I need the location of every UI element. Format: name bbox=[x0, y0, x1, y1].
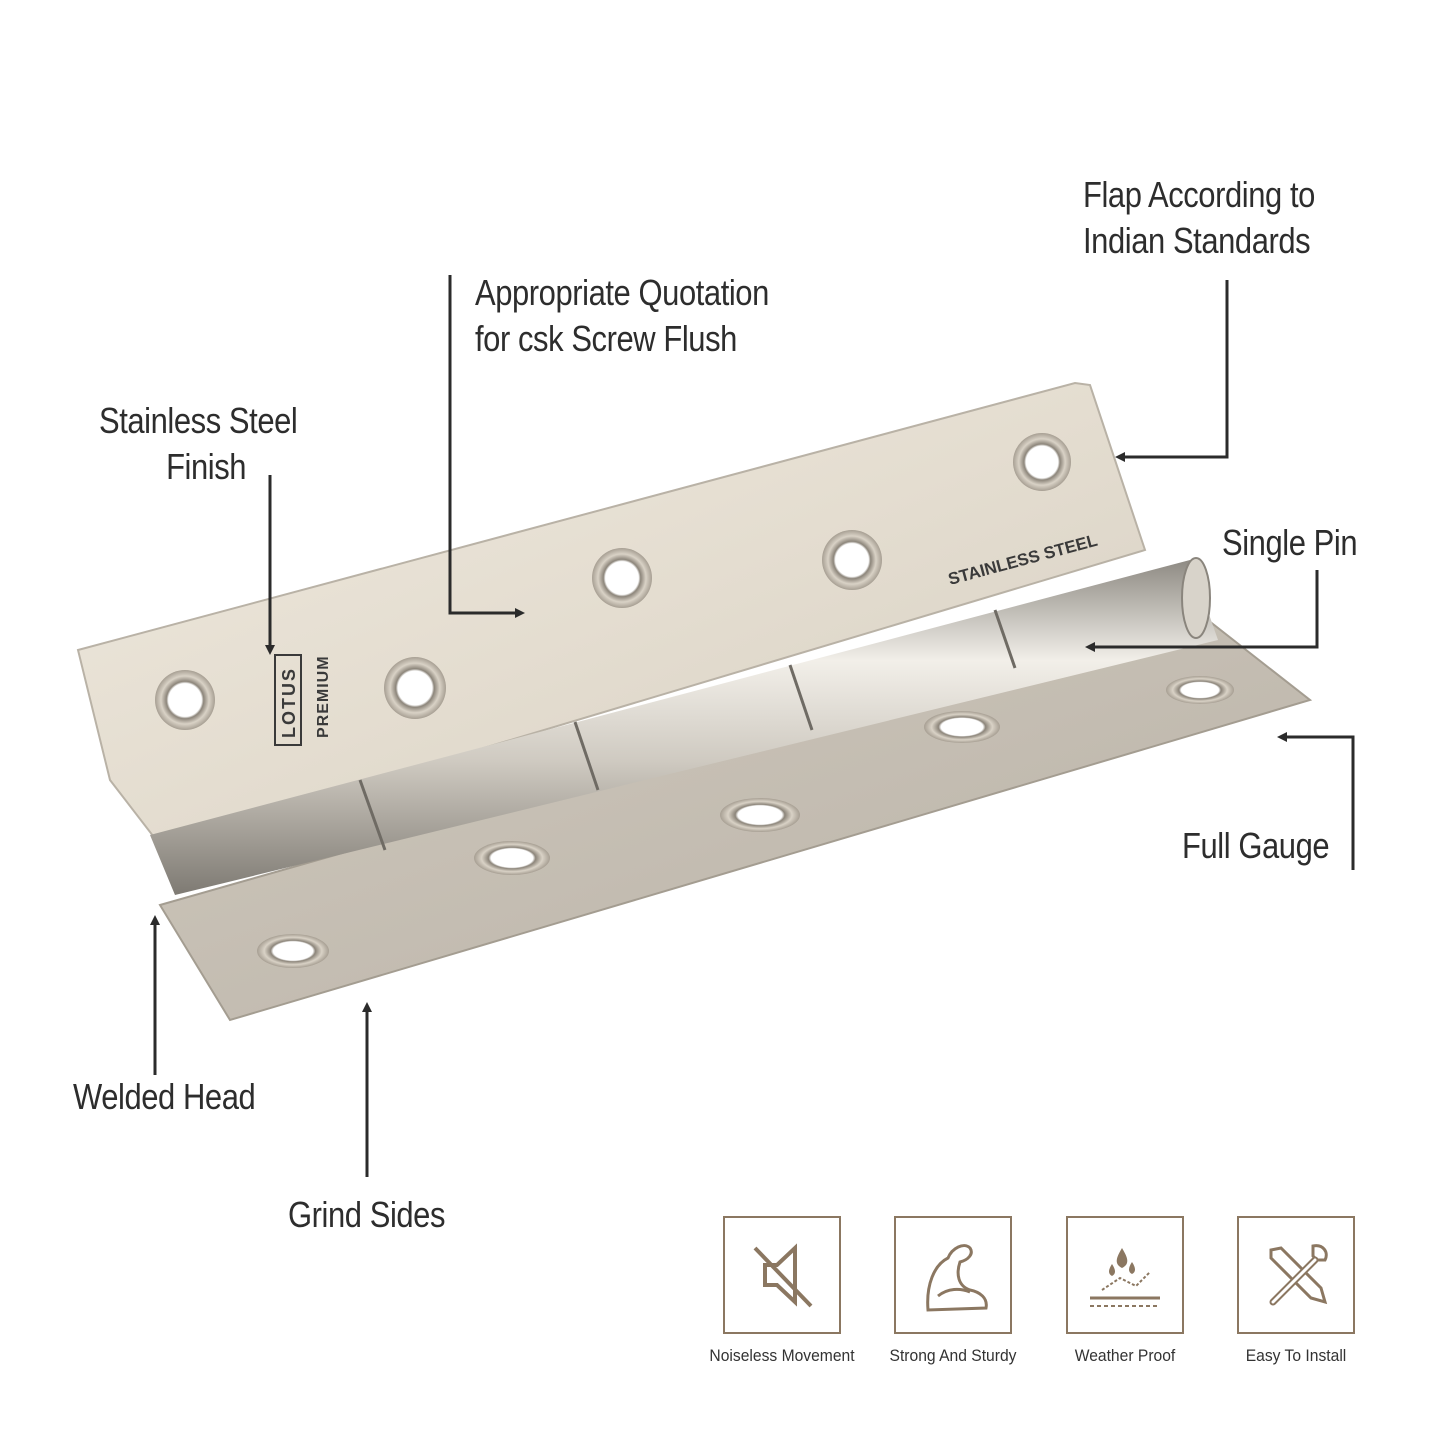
water-drops-icon bbox=[1090, 1248, 1160, 1307]
single-pin-callout: Single Pin bbox=[1222, 522, 1358, 563]
flexed-arm-icon bbox=[926, 1244, 988, 1312]
mute-speaker-icon bbox=[753, 1243, 813, 1308]
lotus-premium-logo: LOTUS PREMIUM bbox=[274, 654, 332, 746]
screw-holes-lower bbox=[257, 676, 1234, 968]
finish-callout: Stainless Steel Finish bbox=[99, 400, 298, 487]
single-pin-arrow bbox=[1085, 570, 1319, 652]
full-gauge-arrow bbox=[1277, 732, 1355, 870]
upper-hinge-plate bbox=[76, 381, 1147, 847]
wrench-screwdriver-icon bbox=[1269, 1244, 1328, 1306]
full-gauge-callout: Full Gauge bbox=[1182, 825, 1330, 866]
quotation-callout: Appropriate Quotation for csk Screw Flus… bbox=[475, 272, 769, 359]
hinge-knuckle bbox=[150, 557, 1218, 895]
quotation-arrow bbox=[448, 275, 525, 618]
feature-install: Easy To Install bbox=[1211, 1216, 1381, 1366]
flap-arrow bbox=[1115, 280, 1229, 462]
svg-text:PREMIUM: PREMIUM bbox=[315, 655, 332, 738]
svg-text:LOTUS: LOTUS bbox=[279, 667, 299, 738]
welded-head-callout: Welded Head bbox=[73, 1076, 256, 1117]
feature-weather: Weather Proof bbox=[1040, 1216, 1210, 1366]
flap-callout: Flap According to Indian Standards bbox=[1083, 174, 1315, 261]
grind-sides-callout: Grind Sides bbox=[288, 1194, 446, 1235]
feature-noiseless: Noiseless Movement bbox=[697, 1216, 867, 1366]
screw-holes-upper bbox=[155, 433, 1071, 730]
feature-strong: Strong And Sturdy bbox=[868, 1216, 1038, 1366]
